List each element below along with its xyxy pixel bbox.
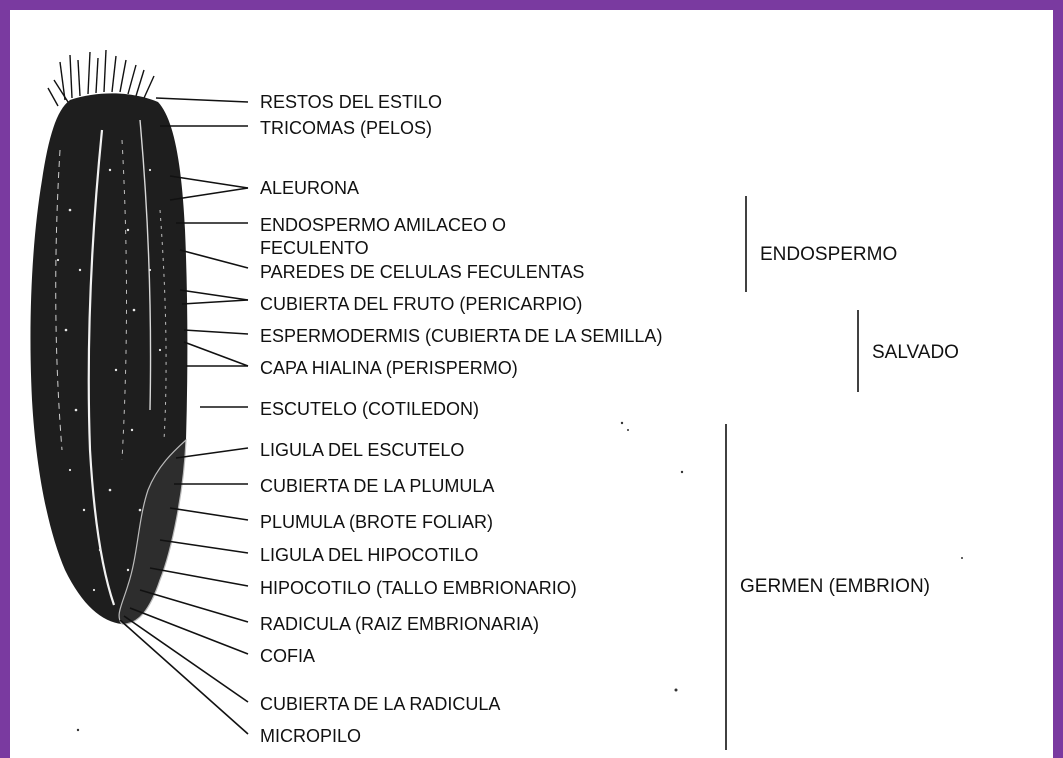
leader-ligula-hipocotilo: [160, 540, 248, 553]
leader-ligula-escutelo: [176, 448, 248, 458]
leader-cubierta-radicula: [124, 616, 248, 702]
leader-plumula: [170, 508, 248, 520]
label-espermodermis: ESPERMODERMIS (CUBIERTA DE LA SEMILLA): [260, 326, 662, 346]
label-endospermo-amilaceo: ENDOSPERMO AMILACEO O: [260, 215, 506, 235]
label-radicula: RADICULA (RAIZ EMBRIONARIA): [260, 614, 539, 634]
label-tricomas: TRICOMAS (PELOS): [260, 118, 432, 138]
group-label-bran: SALVADO: [872, 342, 959, 363]
leader-paredes: [180, 250, 248, 268]
wheat-kernel-diagram: RESTOS DEL ESTILO TRICOMAS (PELOS) ALEUR…: [10, 10, 1053, 758]
label-paredes: PAREDES DE CELULAS FECULENTAS: [260, 262, 584, 282]
leader-capa-hialina-1: [184, 342, 248, 366]
label-hipocotilo: HIPOCOTILO (TALLO EMBRIONARIO): [260, 578, 577, 598]
label-cofia: COFIA: [260, 646, 315, 666]
leader-radicula: [140, 590, 248, 622]
label-plumula: PLUMULA (BROTE FOLIAR): [260, 512, 493, 532]
label-aleurona: ALEURONA: [260, 178, 359, 198]
label-micropilo: MICROPILO: [260, 726, 361, 746]
label-ligula-escutelo: LIGULA DEL ESCUTELO: [260, 440, 464, 460]
label-feculento: FECULENTO: [260, 238, 369, 258]
label-escutelo: ESCUTELO (COTILEDON): [260, 399, 479, 419]
group-label-germ: GERMEN (EMBRION): [740, 576, 930, 597]
leader-pericarpio-2: [182, 300, 248, 304]
label-capa-hialina: CAPA HIALINA (PERISPERMO): [260, 358, 518, 378]
label-restos-estilo: RESTOS DEL ESTILO: [260, 92, 442, 112]
leader-hipocotilo: [150, 568, 248, 586]
leader-restos-estilo: [156, 98, 248, 102]
label-cubierta-plumula: CUBIERTA DE LA PLUMULA: [260, 476, 494, 496]
diagram-frame: RESTOS DEL ESTILO TRICOMAS (PELOS) ALEUR…: [10, 10, 1053, 758]
leader-cofia: [130, 608, 248, 654]
leader-pericarpio-1: [180, 290, 248, 300]
label-pericarpio: CUBIERTA DEL FRUTO (PERICARPIO): [260, 294, 582, 314]
kernel-illustration: [30, 50, 187, 624]
label-cubierta-radicula: CUBIERTA DE LA RADICULA: [260, 694, 500, 714]
part-labels: RESTOS DEL ESTILO TRICOMAS (PELOS) ALEUR…: [260, 92, 662, 746]
leader-micropilo: [120, 620, 248, 734]
label-ligula-hipocotilo: LIGULA DEL HIPOCOTILO: [260, 545, 478, 565]
leader-espermodermis: [184, 330, 248, 334]
group-label-endosperm: ENDOSPERMO: [760, 244, 897, 265]
